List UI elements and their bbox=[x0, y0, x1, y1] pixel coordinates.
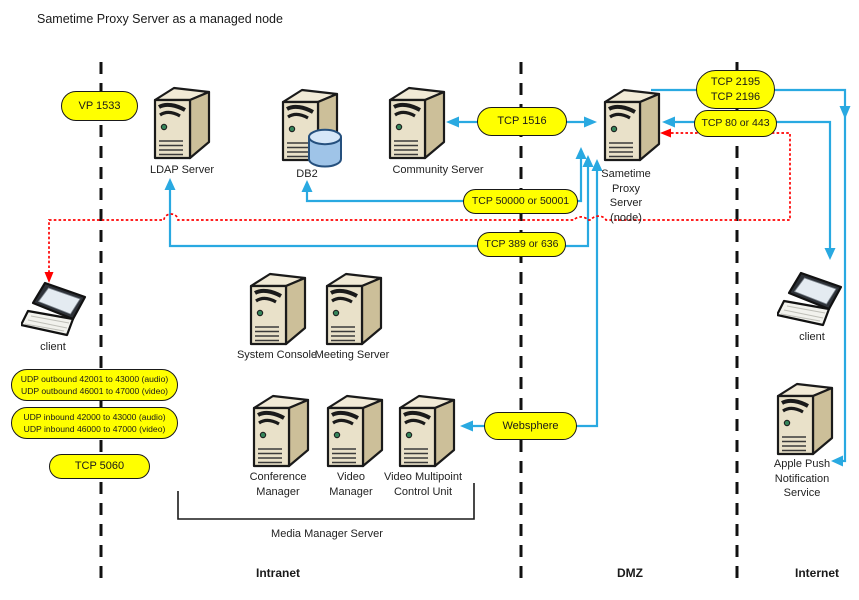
community-server-icon bbox=[381, 80, 453, 162]
ldap-server-icon bbox=[146, 80, 218, 162]
system-console-label: System Console bbox=[236, 349, 318, 361]
intranet-client-laptop-icon bbox=[21, 281, 91, 339]
port-label-websphere: Websphere bbox=[484, 412, 577, 440]
zone-label-dmz: DMZ bbox=[617, 566, 643, 580]
database-cylinder-icon bbox=[306, 128, 344, 168]
arrow-into-internet-client bbox=[824, 248, 836, 260]
red-arrowheads bbox=[44, 128, 671, 283]
port-label-udp-inbound: UDP inbound 42000 to 43000 (audio) UDP i… bbox=[11, 407, 178, 439]
port-label-tcp-2195-2196: TCP 2195 TCP 2196 bbox=[696, 70, 775, 109]
port-label-tcp-50000-50001: TCP 50000 or 50001 bbox=[463, 189, 578, 214]
port-label-udp-outbound: UDP outbound 42001 to 43000 (audio) UDP … bbox=[11, 369, 178, 401]
arrow-into-proxy-bottom-3 bbox=[591, 159, 603, 171]
connector-tcp-50000-50001 bbox=[305, 159, 583, 203]
port-label-vp-1533: VP 1533 bbox=[61, 91, 138, 121]
connector-tcp-80-443 bbox=[675, 120, 832, 248]
video-manager-label: Video Manager bbox=[329, 471, 373, 498]
blue-arrowheads bbox=[164, 106, 851, 467]
meeting-server-label: Meeting Server bbox=[314, 349, 390, 361]
port-label-tcp-1516: TCP 1516 bbox=[477, 107, 567, 136]
port-label-tcp-80-443: TCP 80 or 443 bbox=[694, 110, 777, 137]
community-server-label: Community Server bbox=[392, 164, 484, 176]
arrow-into-proxy-left bbox=[584, 116, 597, 128]
sametime-proxy-server-label: Sametime Proxy Server (node) bbox=[601, 168, 651, 224]
zone-label-intranet: Intranet bbox=[255, 566, 300, 580]
video-manager-icon bbox=[319, 388, 391, 470]
red-arrow-into-proxy bbox=[660, 128, 671, 138]
zone-label-internet: Internet bbox=[794, 566, 839, 580]
connector-red-client-proxy bbox=[48, 132, 791, 272]
arrow-into-db2 bbox=[301, 180, 313, 192]
arrow-into-proxy-right bbox=[662, 116, 675, 128]
connector-tcp-389-636 bbox=[168, 167, 590, 248]
port-label-tcp-5060: TCP 5060 bbox=[49, 454, 150, 479]
apns-label: Apple Push Notification Service bbox=[773, 458, 831, 499]
port-label-tcp-389-636: TCP 389 or 636 bbox=[477, 232, 566, 257]
zone-boundary-lines bbox=[99, 62, 739, 579]
arrow-into-ldap bbox=[164, 178, 176, 190]
red-arrow-into-intranet-client bbox=[44, 272, 54, 283]
sametime-proxy-server-icon bbox=[596, 82, 668, 164]
apns-server-icon bbox=[769, 376, 841, 458]
internet-client-laptop-icon bbox=[777, 271, 847, 329]
arrow-into-apns bbox=[831, 455, 843, 467]
media-manager-bracket bbox=[177, 483, 475, 520]
conference-manager-label: Conference Manager bbox=[249, 471, 307, 498]
conference-manager-icon bbox=[245, 388, 317, 470]
diagram-title: Sametime Proxy Server as a managed node bbox=[37, 12, 283, 26]
arrow-into-proxy-bottom-1 bbox=[575, 147, 587, 159]
arrow-into-proxy-bottom-2 bbox=[582, 155, 594, 167]
arrow-into-community-server bbox=[446, 116, 459, 128]
system-console-icon bbox=[242, 266, 314, 348]
intranet-client-label: client bbox=[40, 341, 66, 353]
db2-label: DB2 bbox=[296, 168, 318, 180]
video-mcu-label: Video Multipoint Control Unit bbox=[383, 471, 463, 498]
media-manager-server-label: Media Manager Server bbox=[271, 528, 383, 540]
arrow-down-mid-2195 bbox=[839, 106, 851, 119]
meeting-server-icon bbox=[318, 266, 390, 348]
ldap-server-label: LDAP Server bbox=[150, 164, 214, 176]
internet-client-label: client bbox=[799, 331, 825, 343]
video-mcu-icon bbox=[391, 388, 463, 470]
arrow-into-video-mcu bbox=[460, 420, 473, 432]
